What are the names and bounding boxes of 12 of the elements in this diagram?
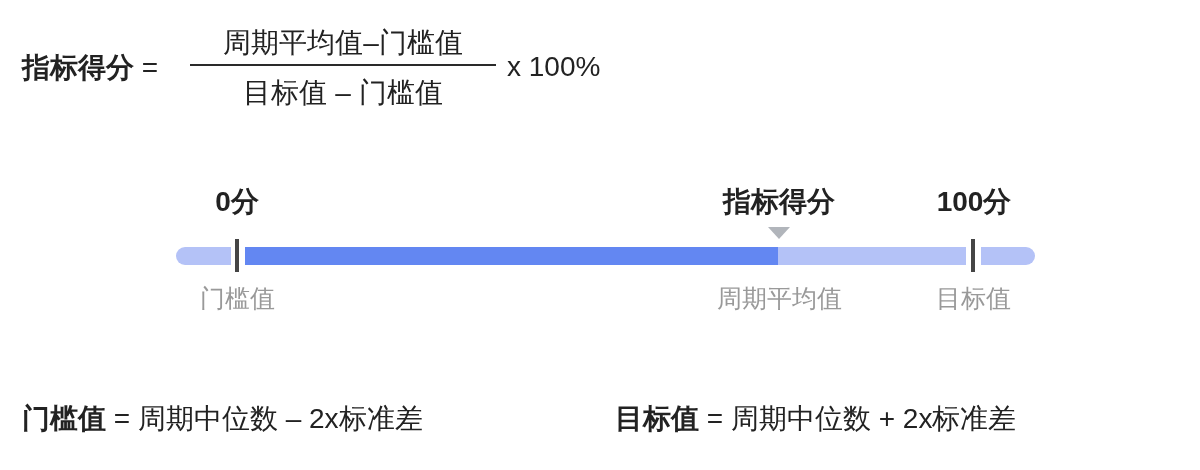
definition-text: 目标值 = 周期中位数 + 2x标准差 bbox=[615, 402, 1017, 436]
score-label: 指标得分 bbox=[723, 185, 835, 219]
definition-text: 门槛值 = 周期中位数 – 2x标准差 bbox=[22, 402, 423, 436]
value-label: 目标值 bbox=[935, 283, 1011, 313]
score-label: 100分 bbox=[936, 185, 1012, 219]
denominator-text: 目标值 – 门槛值 bbox=[243, 76, 443, 110]
formula-text: 指标得分 = bbox=[22, 51, 159, 85]
numerator-text: 周期平均值–门槛值 bbox=[223, 26, 463, 60]
multiplier-text: x 100% bbox=[507, 50, 601, 84]
value-label: 周期平均值 bbox=[716, 283, 842, 313]
score-label: 0分 bbox=[215, 185, 259, 219]
value-label: 门槛值 bbox=[199, 283, 275, 313]
